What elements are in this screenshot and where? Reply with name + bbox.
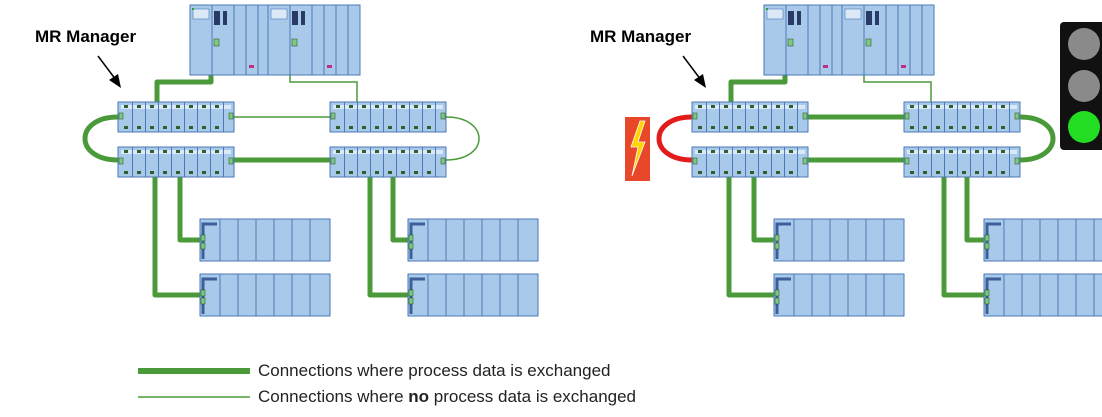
legend-swatches [138,368,250,398]
legend-thick-label: Connections where process data is exchan… [258,361,611,380]
right-io-device-4 [982,272,1102,318]
legend-thin-label: Connections where no process data is exc… [258,387,636,407]
left-io-device-4 [406,272,540,318]
traffic-light-icon [1060,22,1102,150]
left-data-links [82,50,410,298]
traffic-light-lamp-middle [1068,70,1100,102]
left-panel: MR Manager [35,4,540,318]
left-switch-4 [329,146,447,178]
legend-thin-label-pre: Connections where [258,387,409,406]
traffic-light-lamp-top [1068,28,1100,60]
right-panel: MR Manager [590,4,1102,318]
left-mr-manager-label: MR Manager [35,27,136,46]
right-manager-arrow-icon [682,55,706,88]
left-manager-arrow-icon [97,55,121,88]
right-fault-link [656,114,693,163]
left-controller [189,4,361,76]
legend-thin-label-post: process data is exchanged [429,387,637,406]
right-io-device-1 [772,217,906,263]
right-mr-manager-label: MR Manager [590,27,691,46]
left-switch-2 [117,146,235,178]
right-switch-4 [903,146,1021,178]
left-io-device-3 [406,217,540,263]
right-switch-3 [903,101,1021,133]
right-switch-2 [691,146,809,178]
right-switch-1 [691,101,809,133]
right-controller [763,4,935,76]
left-switch-1 [117,101,235,133]
left-switch-3 [329,101,447,133]
lightning-bolt-icon [625,117,650,181]
left-io-device-1 [198,217,332,263]
right-io-device-3 [982,217,1102,263]
right-io-device-2 [772,272,906,318]
legend-thin-label-bold: no [408,387,430,406]
left-io-device-2 [198,272,332,318]
traffic-light-lamp-bottom [1068,111,1100,143]
